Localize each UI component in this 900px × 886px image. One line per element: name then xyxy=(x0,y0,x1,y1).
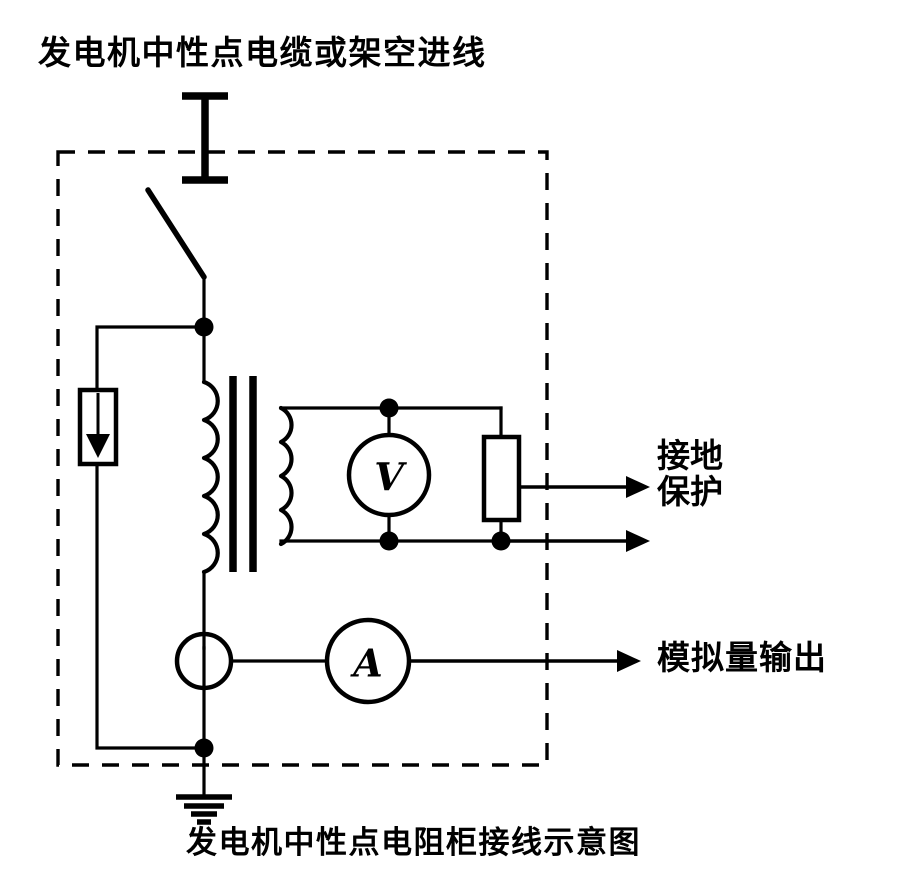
diagram-caption: 发电机中性点电阻柜接线示意图 xyxy=(186,825,641,861)
junction-node-voltmeter-bottom xyxy=(379,531,399,551)
disconnect-switch[interactable] xyxy=(145,187,207,329)
voltmeter: V xyxy=(346,406,432,543)
ground-protection-output-lower xyxy=(501,530,650,552)
cabinet-boundary xyxy=(56,150,549,767)
analog-output-arrow xyxy=(409,650,641,672)
transformer-secondary-winding xyxy=(278,405,294,547)
junction-node-voltmeter-top xyxy=(379,398,399,418)
page-title: 发电机中性点电缆或架空进线 xyxy=(38,33,487,72)
analog-output-label: 模拟量输出 xyxy=(657,638,827,677)
transformer-core xyxy=(229,376,257,572)
grounding-resistor-branch xyxy=(95,325,206,750)
ammeter: A xyxy=(324,617,412,705)
secondary-load-resistor xyxy=(481,434,522,523)
grounding-resistor xyxy=(77,387,119,467)
ground-protection-label: 接地 保护 xyxy=(657,436,723,511)
voltmeter-letter: V xyxy=(374,455,407,500)
ammeter-letter: A xyxy=(350,641,382,686)
earth-ground xyxy=(176,746,232,825)
incoming-terminal xyxy=(182,92,228,184)
ground-protection-output-upper xyxy=(519,476,650,498)
transformer-primary-winding xyxy=(201,379,220,575)
